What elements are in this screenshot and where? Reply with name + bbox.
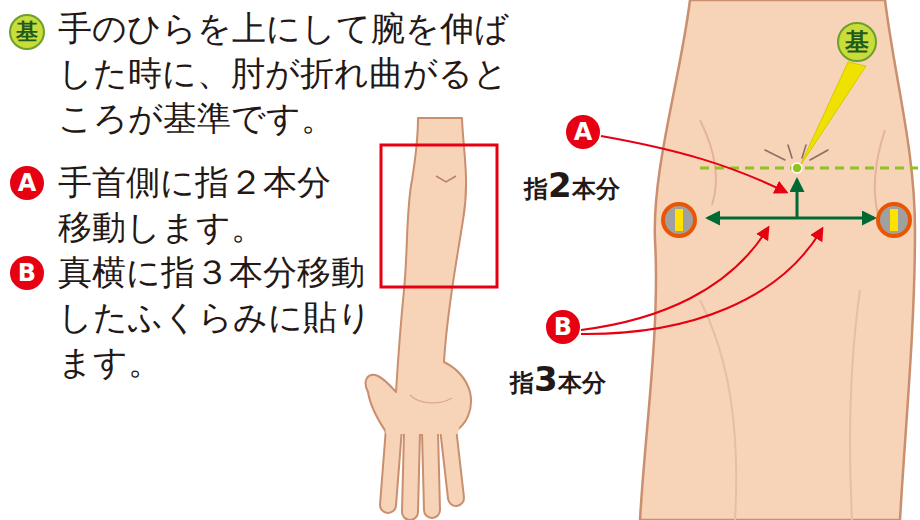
badge-letter: A <box>574 120 593 144</box>
step-badge: B <box>10 256 44 290</box>
instruction-text: 真横に指３本分移動したふくらみに貼ります。 <box>58 250 374 385</box>
patch <box>663 204 910 236</box>
arm-figure <box>366 118 497 512</box>
badge-letter: B <box>554 315 572 339</box>
step-badge: A <box>10 166 44 200</box>
instruction-text: 手のひらを上にして腕を伸ばした時に、肘が折れ曲がるところが基準です。 <box>58 6 510 141</box>
step-badge: A <box>566 115 600 149</box>
elbow-closeup <box>581 0 918 520</box>
reference-badge: 基 <box>837 22 877 62</box>
reference-badge: 基 <box>9 14 45 50</box>
badge-letter: 基 <box>16 21 38 43</box>
badge-letter: 基 <box>845 30 869 54</box>
step-badge: B <box>546 310 580 344</box>
badge-letter: B <box>18 261 36 285</box>
badge-letter: A <box>18 171 37 195</box>
distance-label: 指3本分 <box>508 362 608 396</box>
distance-label: 指2本分 <box>522 168 622 202</box>
instruction-text: 手首側に指２本分移動します。 <box>58 160 340 250</box>
